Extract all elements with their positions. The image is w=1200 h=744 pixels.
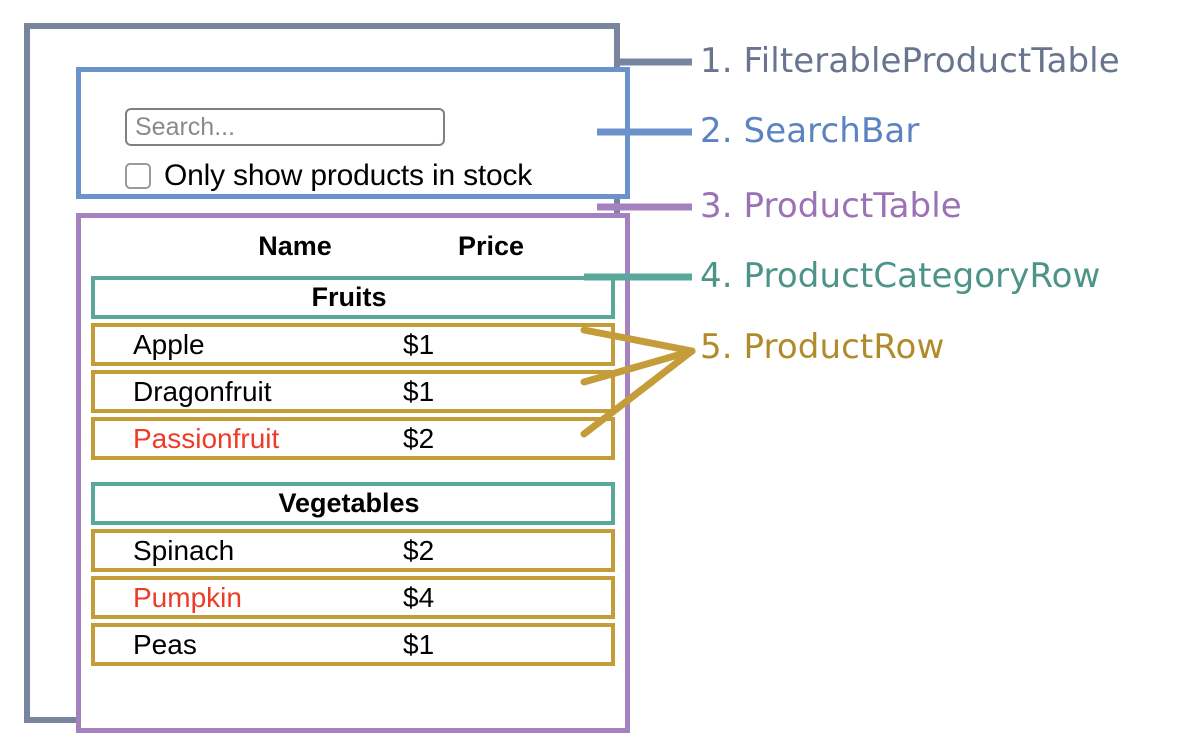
product-row-name: Dragonfruit (133, 375, 272, 407)
product-category-row: Vegetables (91, 482, 615, 525)
search-input-placeholder: Search... (135, 112, 236, 141)
search-input[interactable]: Search... (125, 108, 445, 146)
product-row-price: $1 (403, 328, 435, 360)
search-bar-boundary: Search... Only show products in stock (76, 67, 630, 199)
product-table-rows: Fruits Apple $1 Dragonfruit $1 Passionfr… (91, 276, 615, 670)
in-stock-checkbox[interactable] (125, 163, 151, 189)
product-row-price: $2 (403, 534, 435, 566)
product-row: Apple $1 (91, 323, 615, 366)
column-header-name: Name (258, 230, 332, 261)
product-row-price: $1 (403, 628, 435, 660)
legend-item-product-row: 5. ProductRow (700, 327, 945, 367)
product-table-boundary: Name Price Fruits Apple $1 Dragonfruit $… (76, 213, 630, 733)
product-row: Peas $1 (91, 623, 615, 666)
product-row-name: Peas (133, 628, 197, 660)
product-row-name: Passionfruit (133, 422, 280, 454)
product-category-label: Fruits (311, 282, 387, 312)
in-stock-checkbox-label: Only show products in stock (164, 159, 533, 192)
product-row: Dragonfruit $1 (91, 370, 615, 413)
product-row-price: $4 (403, 581, 435, 613)
product-row: Spinach $2 (91, 529, 615, 572)
legend-item-product-category-row: 4. ProductCategoryRow (700, 256, 1101, 296)
legend-item-search-bar: 2. SearchBar (700, 111, 920, 151)
product-row-price: $2 (403, 422, 435, 454)
product-row-name: Pumpkin (133, 581, 242, 613)
in-stock-filter-row[interactable]: Only show products in stock (125, 159, 532, 193)
column-header-price: Price (457, 230, 525, 261)
group-spacer (91, 464, 615, 482)
legend-item-product-table: 3. ProductTable (700, 186, 962, 226)
product-table-header: Name Price (81, 226, 625, 266)
legend: 1. FilterableProductTable 2. SearchBar 3… (700, 0, 1200, 744)
product-category-row: Fruits (91, 276, 615, 319)
legend-item-filterable-product-table: 1. FilterableProductTable (700, 41, 1120, 81)
product-row: Pumpkin $4 (91, 576, 615, 619)
product-row-price: $1 (403, 375, 435, 407)
product-row-name: Spinach (133, 534, 235, 566)
filterable-product-table-boundary: Search... Only show products in stock Na… (24, 23, 630, 733)
product-row: Passionfruit $2 (91, 417, 615, 460)
product-row-name: Apple (133, 328, 205, 360)
product-category-label: Vegetables (278, 488, 420, 518)
